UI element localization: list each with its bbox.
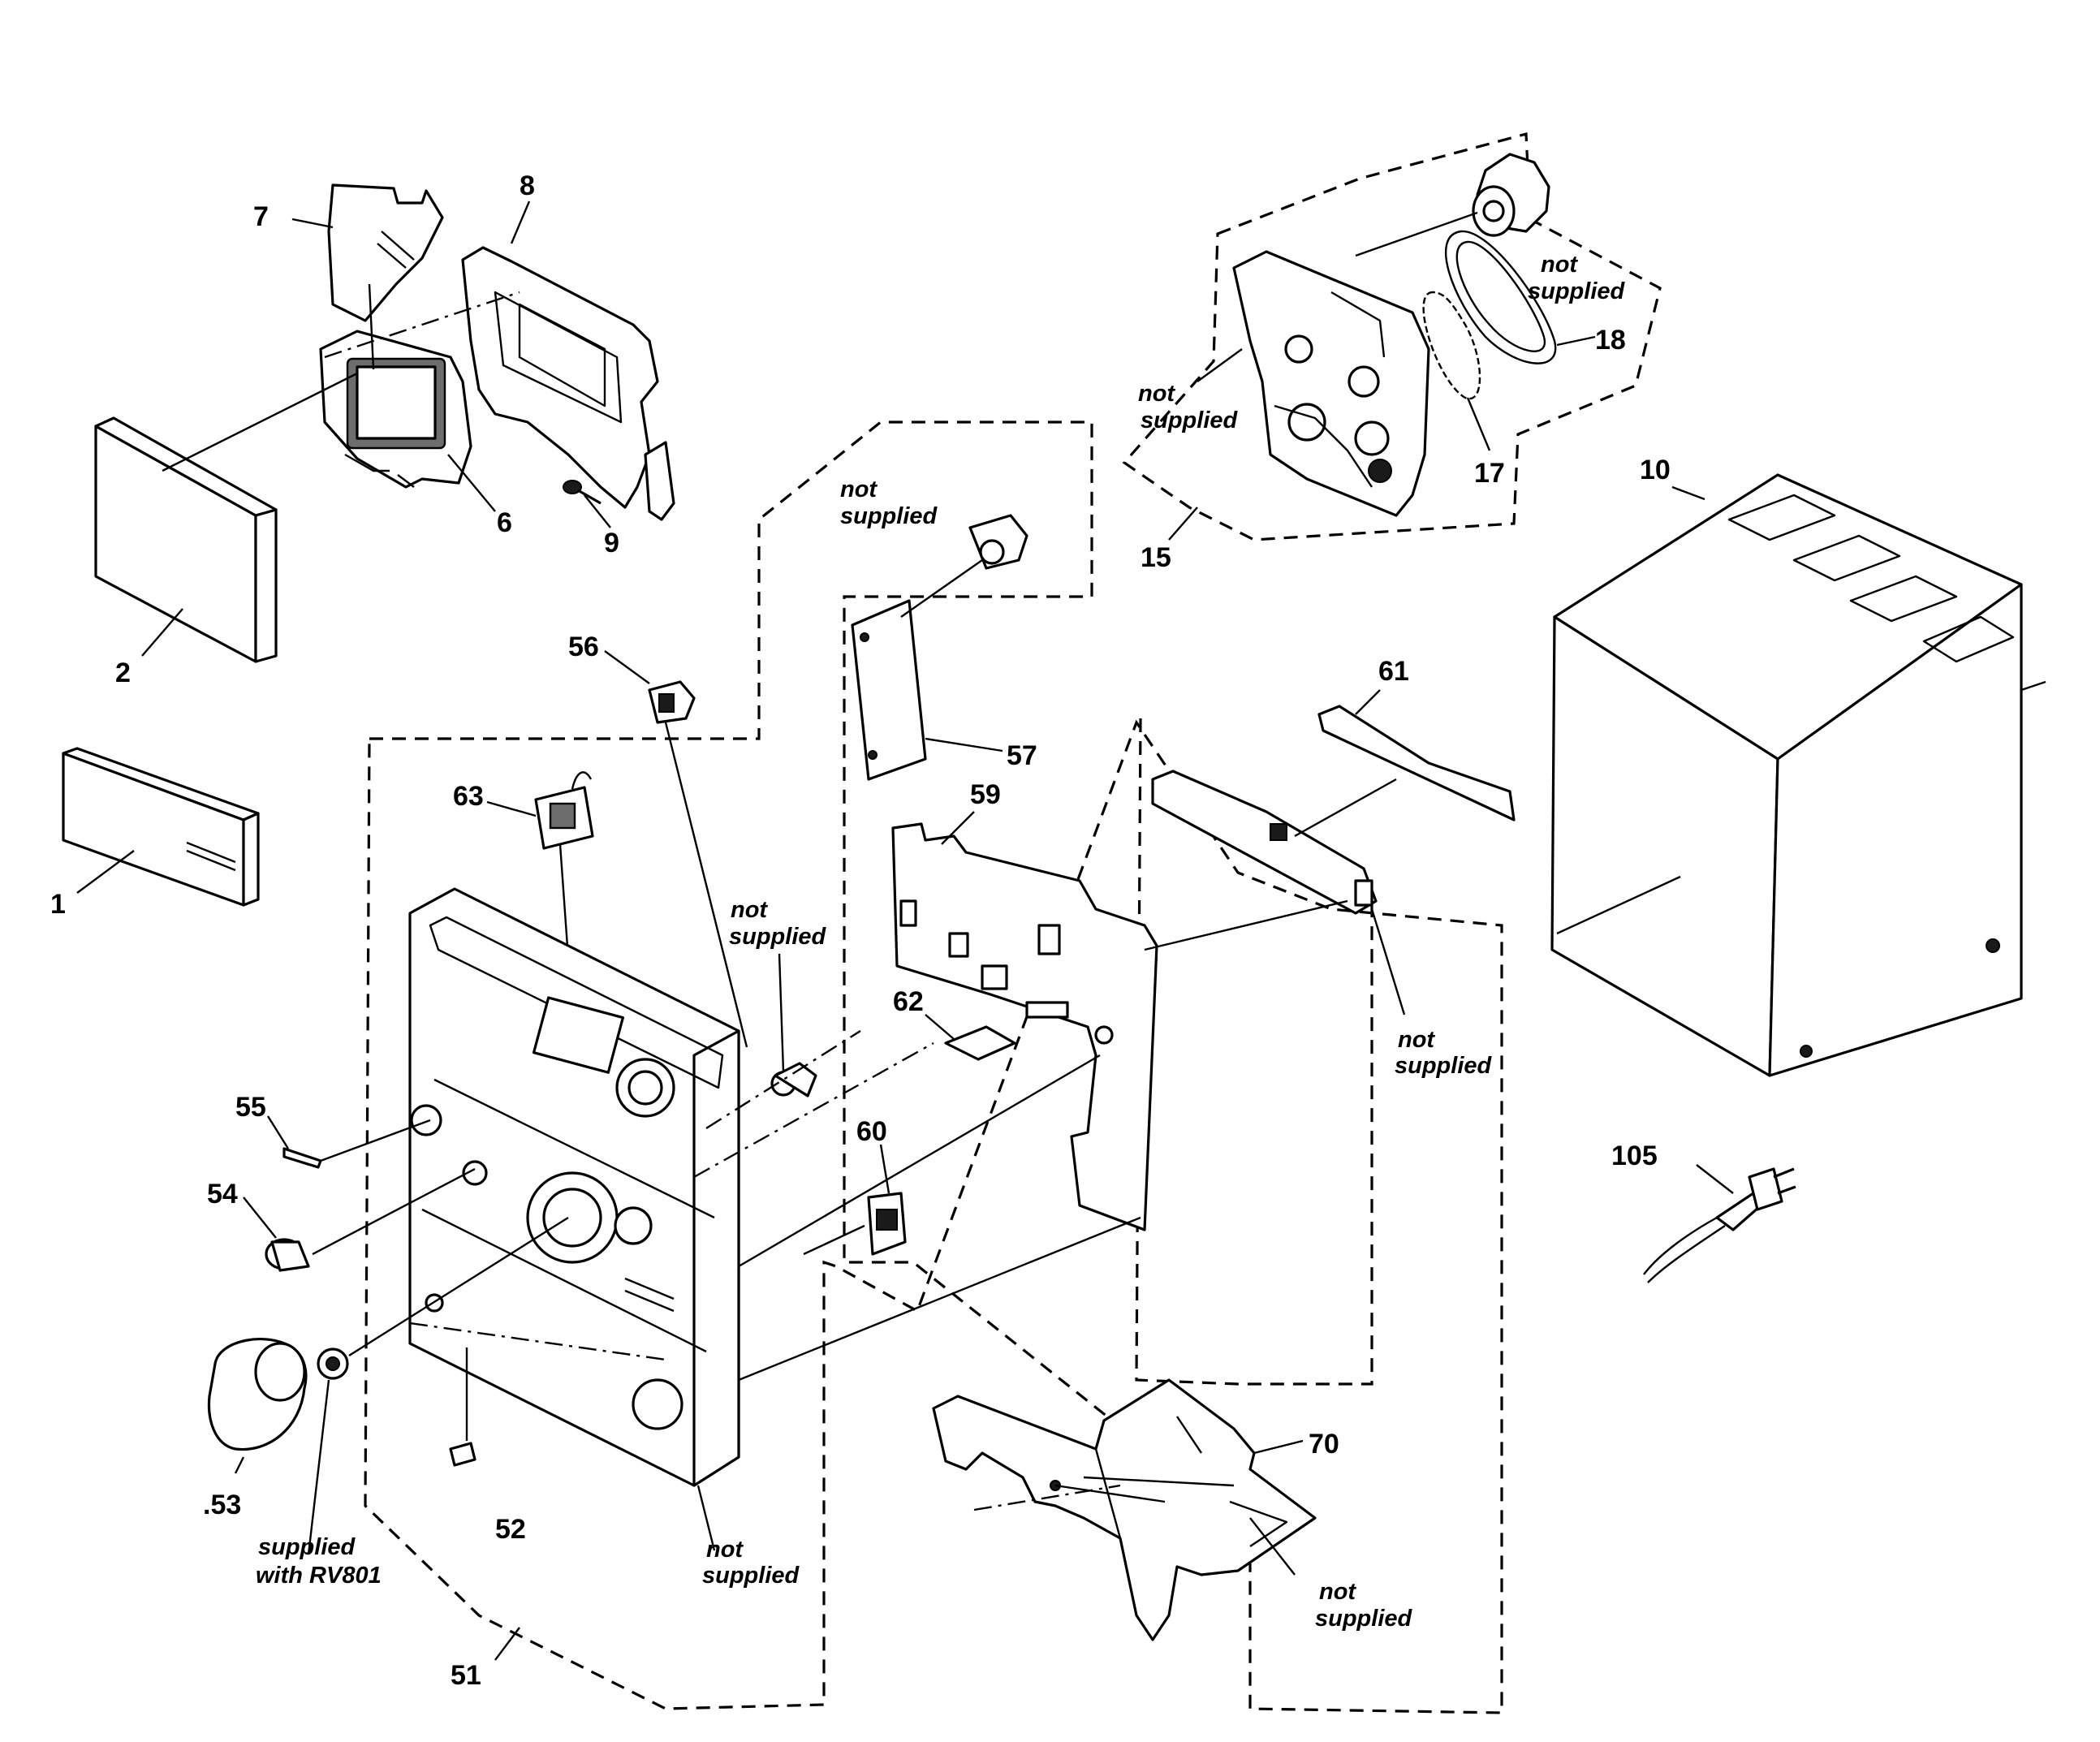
- note-not-57: not: [840, 476, 878, 502]
- note-not-61: not: [1398, 1027, 1435, 1053]
- part-54-knob: [265, 1238, 310, 1272]
- part-number-57: 57: [1007, 740, 1037, 771]
- part-17-belt: [1422, 291, 1481, 400]
- part-53-volume-knob: [207, 1338, 308, 1451]
- part-number-9: 9: [604, 528, 619, 558]
- group-outline-51: [364, 420, 1503, 1714]
- part-15-tape-mechanism: [1232, 250, 1430, 517]
- part-10-cabinet: [1550, 473, 2046, 1077]
- part-number-63: 63: [453, 781, 484, 812]
- part-number-54: 54: [207, 1179, 238, 1209]
- part-number-8: 8: [520, 170, 535, 201]
- part-number-15: 15: [1141, 542, 1171, 573]
- part-number-55: 55: [235, 1092, 266, 1123]
- note-supplied-15a: supplied: [1141, 407, 1239, 433]
- motor-not-supplied: [1355, 153, 1550, 257]
- part-7-lens: [327, 183, 444, 322]
- note-not-15a: not: [1138, 381, 1175, 407]
- part-number-62: 62: [893, 986, 924, 1017]
- connector-not-supplied-57: [968, 514, 1028, 570]
- nut-supplied-with-rv801: [317, 1347, 349, 1380]
- part-number-53: .53: [203, 1490, 241, 1520]
- part-number-52: 52: [495, 1514, 526, 1545]
- part-57-board: [851, 599, 927, 781]
- note-not-70: not: [1319, 1579, 1356, 1605]
- part-55-lever: [282, 1147, 322, 1169]
- note-supplied-51b: supplied: [729, 924, 827, 950]
- note-not-51b: not: [731, 897, 768, 923]
- part-number-7: 7: [253, 201, 269, 232]
- part-18-belt: [1444, 230, 1557, 364]
- part-number-51: 51: [451, 1660, 481, 1691]
- note-supplied-57: supplied: [840, 503, 938, 529]
- note-not-51: not: [706, 1537, 744, 1563]
- part-59-main-board: [891, 822, 1158, 1231]
- note-supplied-70: supplied: [1315, 1606, 1413, 1632]
- part-63-bracket: [534, 771, 594, 850]
- part-number-61: 61: [1378, 656, 1409, 687]
- part-6-lcd-holder: [319, 330, 472, 489]
- note-supplied-51: supplied: [702, 1563, 800, 1589]
- part-60-switch: [867, 1192, 907, 1256]
- board-not-supplied-61: [1151, 770, 1378, 915]
- part-62-sheet: [944, 1025, 1016, 1061]
- part-number-6: 6: [497, 507, 512, 538]
- note-with-rv801: with RV801: [256, 1563, 382, 1589]
- part-number-2: 2: [115, 658, 131, 688]
- part-1-bezel: [62, 747, 260, 907]
- part-number-105: 105: [1611, 1140, 1658, 1171]
- part-105-power-cord: [1643, 1167, 1796, 1283]
- note-not-motor: not: [1541, 252, 1578, 278]
- part-number-17: 17: [1474, 458, 1505, 489]
- part-number-59: 59: [970, 779, 1001, 810]
- part-number-56: 56: [568, 632, 599, 662]
- part-9-screw: [563, 480, 602, 505]
- note-supplied-61: supplied: [1395, 1053, 1493, 1079]
- part-61-bar: [1317, 705, 1516, 821]
- part-number-18: 18: [1595, 325, 1626, 356]
- part-52-foot: [449, 1442, 476, 1467]
- part-number-10: 10: [1640, 455, 1671, 485]
- part-51-front-panel: [408, 887, 740, 1487]
- group-outline-15: [1122, 132, 1662, 541]
- part-2-display-window: [94, 416, 278, 663]
- note-supplied-motor: supplied: [1528, 278, 1626, 304]
- part-56-jack: [648, 680, 696, 724]
- note-supplied-rv801: supplied: [258, 1534, 356, 1560]
- connector-not-supplied-51: [770, 1062, 817, 1097]
- part-number-70: 70: [1309, 1429, 1339, 1460]
- part-number-1: 1: [50, 889, 66, 920]
- part-8-display-frame: [461, 246, 675, 521]
- part-70-bracket: [932, 1378, 1317, 1641]
- part-number-60: 60: [856, 1116, 887, 1147]
